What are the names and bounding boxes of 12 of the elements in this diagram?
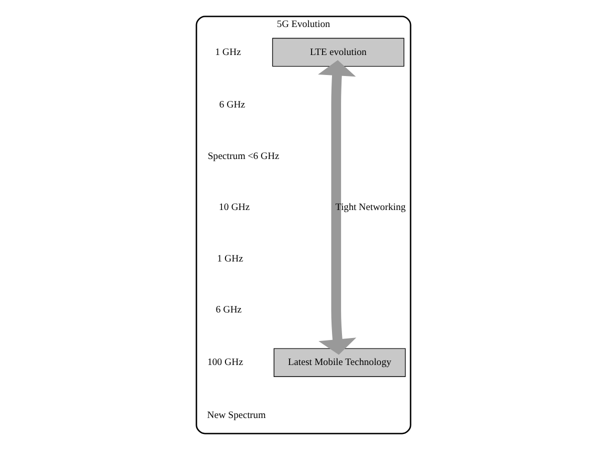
label: 1 GHz — [217, 253, 244, 264]
arrow — [318, 60, 356, 355]
node-box: LTE evolution — [272, 38, 404, 67]
label: New Spectrum — [207, 410, 266, 421]
label: 10 GHz — [218, 202, 250, 214]
label: 100 GHz — [207, 357, 244, 368]
label: 6 GHz — [216, 304, 242, 316]
node-box: Latest Mobile Technology — [274, 348, 406, 378]
label: 6 GHz — [219, 100, 246, 111]
label: 1 GHz — [215, 46, 241, 58]
label: Spectrum <6 GHz — [208, 150, 280, 162]
edge-label: Tight Networking — [335, 202, 406, 214]
